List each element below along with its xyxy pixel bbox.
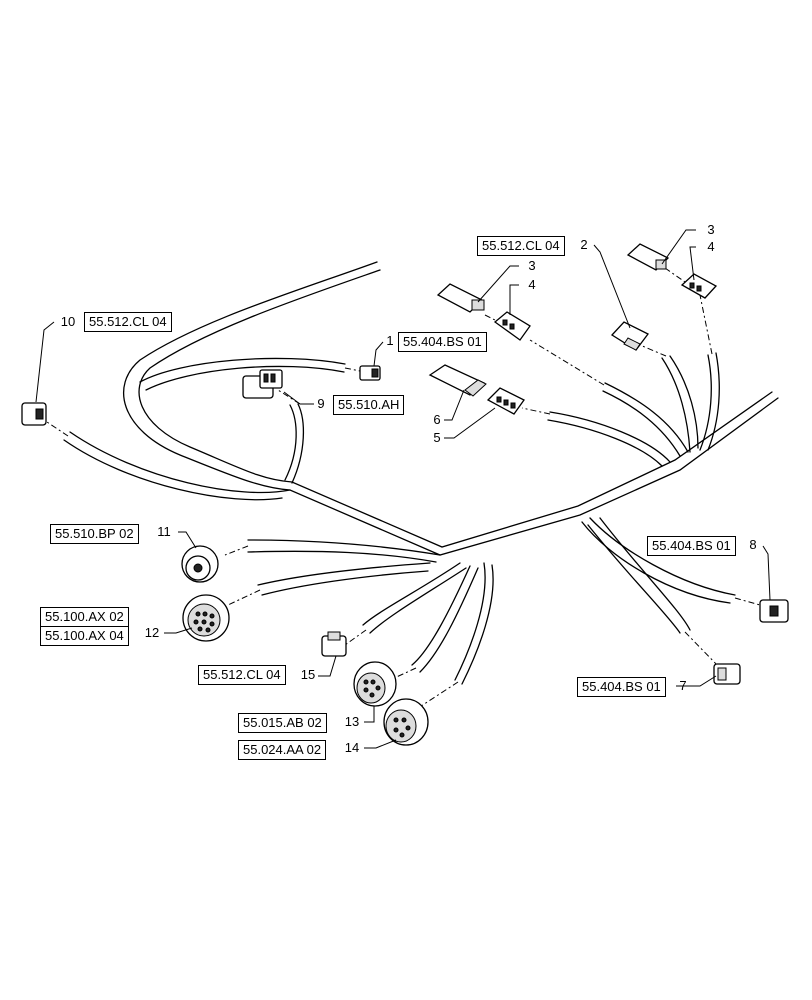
ref-box-55-015-ab-02[interactable]: 55.015.AB 02 <box>238 713 327 733</box>
callout-5: 5 <box>433 430 441 445</box>
callout-13: 13 <box>344 714 360 729</box>
connector-13 <box>353 661 397 707</box>
callout-14: 14 <box>344 740 360 755</box>
callout-3-right: 3 <box>707 222 715 237</box>
callout-8: 8 <box>749 537 757 552</box>
callout-7: 7 <box>679 678 687 693</box>
callout-6: 6 <box>433 412 441 427</box>
callout-4-right: 4 <box>707 239 715 254</box>
connector-3-right <box>626 243 670 271</box>
connector-2 <box>610 321 649 351</box>
connector-7 <box>713 663 741 685</box>
connector-12 <box>182 594 230 642</box>
ref-box-55-024-aa-02[interactable]: 55.024.AA 02 <box>238 740 327 760</box>
callout-9: 9 <box>317 396 325 411</box>
callout-3-upper: 3 <box>528 258 536 273</box>
ref-box-55-404-bs-01-top[interactable]: 55.404.BS 01 <box>398 332 487 352</box>
callout-2: 2 <box>580 237 588 252</box>
ref-box-55-404-bs-01-bottom[interactable]: 55.404.BS 01 <box>577 677 666 697</box>
ref-box-55-404-bs-01-right[interactable]: 55.404.BS 01 <box>647 536 736 556</box>
connector-8 <box>759 599 789 623</box>
ref-box-55-512-cl-04-bottom[interactable]: 55.512.CL 04 <box>198 665 286 685</box>
connector-10 <box>21 402 47 426</box>
ref-box-55-100-ax-02[interactable]: 55.100.AX 02 <box>40 607 129 627</box>
callout-4-upper: 4 <box>528 277 536 292</box>
connector-11 <box>181 545 219 583</box>
connector-14 <box>383 698 429 746</box>
callout-leaders <box>35 229 771 749</box>
connector-1 <box>359 365 381 381</box>
ref-box-55-512-cl-04-top[interactable]: 55.512.CL 04 <box>477 236 565 256</box>
ref-box-55-510-ah[interactable]: 55.510.AH <box>333 395 405 415</box>
callout-10: 10 <box>60 314 76 329</box>
harness-trunk <box>63 261 779 685</box>
callout-1: 1 <box>386 333 394 348</box>
ref-box-55-510-bp-02[interactable]: 55.510.BP 02 <box>50 524 139 544</box>
callout-15: 15 <box>300 667 316 682</box>
connector-4-right <box>680 273 718 299</box>
connector-5 <box>486 387 525 415</box>
ref-box-55-100-ax-04[interactable]: 55.100.AX 04 <box>40 626 129 646</box>
callout-12: 12 <box>144 625 160 640</box>
connector-9 <box>242 369 283 399</box>
connector-3-upper <box>436 283 485 313</box>
connector-4-upper <box>493 311 531 341</box>
connector-6 <box>428 364 487 397</box>
ref-box-55-512-cl-04-left[interactable]: 55.512.CL 04 <box>84 312 172 332</box>
callout-11: 11 <box>157 524 171 539</box>
connector-15 <box>321 631 347 657</box>
